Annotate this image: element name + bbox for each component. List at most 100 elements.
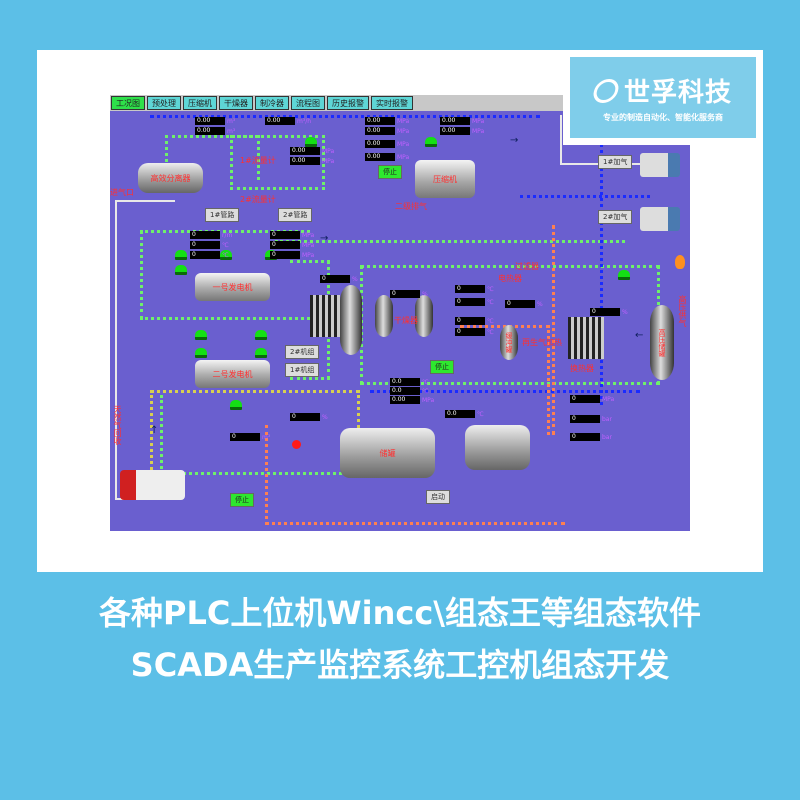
status-lamp (230, 400, 242, 410)
value-readout: 0℃ (190, 251, 229, 259)
tab-dryer[interactable]: 干燥器 (219, 96, 253, 110)
readout-value: 0.00 (390, 396, 420, 404)
fill1-button[interactable]: 1#加气 (598, 155, 633, 169)
readout-unit: ℃ (477, 410, 484, 418)
hp-out-label: 高压供气 (678, 295, 687, 327)
stop-button[interactable]: 停止 (230, 493, 254, 507)
gas-pipe (230, 135, 325, 190)
dryer-a (375, 295, 393, 337)
readout-value: 0.0 (390, 378, 420, 386)
hp-vessel: 高压储罐 (650, 305, 674, 380)
heater-label: 电热器 (498, 274, 522, 283)
exhaust2-label: 二级排气 (395, 202, 427, 211)
readout-value: 0 (590, 308, 620, 316)
status-lamp (255, 348, 267, 358)
readout-unit: bar (602, 433, 612, 441)
tab-overview[interactable]: 工况图 (111, 96, 145, 110)
generator-2: 二号发电机 (195, 360, 270, 388)
readout-value: 0 (270, 241, 300, 249)
regen-label: 再生气加热 (522, 338, 562, 347)
readout-value: 0.00 (365, 127, 395, 135)
tab-flow[interactable]: 流程图 (291, 96, 325, 110)
readout-unit: MPa (302, 251, 315, 259)
separator-tank: 高效分离器 (138, 163, 203, 193)
value-readout: 0% (290, 413, 328, 421)
pipe1-button[interactable]: 1#管路 (205, 208, 240, 222)
water-pipe (520, 195, 650, 198)
readout-value: 0.00 (265, 117, 295, 125)
readout-value: 0 (230, 433, 260, 441)
readout-unit: m³ (227, 117, 236, 125)
readout-value: 0.00 (440, 117, 470, 125)
value-readout: 0.0℃ (390, 387, 429, 395)
readout-unit: % (422, 290, 428, 298)
flow1-label: 1#流量计 (240, 156, 276, 165)
unit1-button[interactable]: 1#机组 (285, 363, 320, 377)
readout-unit: MPa (322, 157, 335, 165)
dryer-label: 干燥器 (394, 316, 418, 325)
readout-value: 0 (390, 290, 420, 298)
readout-unit: MPa (602, 395, 615, 403)
buffer-label: 缓冲罐 (505, 332, 513, 353)
pump-unit (465, 425, 530, 470)
readout-unit: MPa (397, 153, 410, 161)
readout-unit: ℃ (487, 328, 494, 336)
flow-arrow-icon: ↑ (150, 425, 159, 436)
storage-tank: 储罐 (340, 428, 435, 478)
stop-button[interactable]: 停止 (430, 360, 454, 374)
readout-unit: ℃ (487, 298, 494, 306)
alarm-light (292, 440, 301, 449)
readout-value: 0.0 (445, 410, 475, 418)
gas-pipe (140, 230, 310, 320)
stop-button[interactable]: 停止 (378, 165, 402, 179)
pipe2-button[interactable]: 2#管路 (278, 208, 313, 222)
readout-value: 0 (455, 317, 485, 325)
value-readout: 0℃ (190, 241, 229, 249)
unit2-button[interactable]: 2#机组 (285, 345, 320, 359)
readout-unit: % (322, 413, 328, 421)
tab-compressor[interactable]: 压缩机 (183, 96, 217, 110)
tanker-truck-icon (120, 470, 185, 500)
status-lamp (305, 137, 317, 147)
separator-vessel (340, 285, 362, 355)
tab-pretreatment[interactable]: 预处理 (147, 96, 181, 110)
value-readout: 0℃ (455, 285, 494, 293)
water-pipe (600, 115, 603, 405)
readout-value: 0 (270, 231, 300, 239)
tab-history-alarm[interactable]: 历史报警 (327, 96, 369, 110)
exch-label: 换热器 (570, 364, 594, 373)
readout-value: 0 (570, 433, 600, 441)
hot-pipe (552, 225, 555, 435)
status-lamp (175, 265, 187, 275)
scada-nav-bar: 工况图 预处理 压缩机 干燥器 制冷器 流程图 历史报警 实时报警 (110, 95, 690, 111)
readout-value: 0 (570, 415, 600, 423)
tab-realtime-alarm[interactable]: 实时报警 (371, 96, 413, 110)
flow-arrow-icon: → (320, 233, 329, 244)
flow2-label: 2#流量计 (240, 195, 276, 204)
heat-exchanger (568, 317, 604, 359)
gas-pipe (165, 135, 260, 180)
start-button[interactable]: 启动 (426, 490, 450, 504)
readout-value: 0 (320, 275, 350, 283)
fill2-button[interactable]: 2#加气 (598, 210, 633, 224)
value-readout: 0% (390, 290, 428, 298)
tab-chiller[interactable]: 制冷器 (255, 96, 289, 110)
return-pipe (115, 200, 175, 500)
readout-unit: r/m (222, 231, 233, 239)
readout-value: 0.0 (390, 387, 420, 395)
truck-icon (640, 153, 680, 177)
readout-value: 0 (290, 413, 320, 421)
flow-arrow-icon: ← (635, 330, 644, 341)
readout-unit: MPa (397, 127, 410, 135)
readout-unit: MPa (472, 117, 485, 125)
